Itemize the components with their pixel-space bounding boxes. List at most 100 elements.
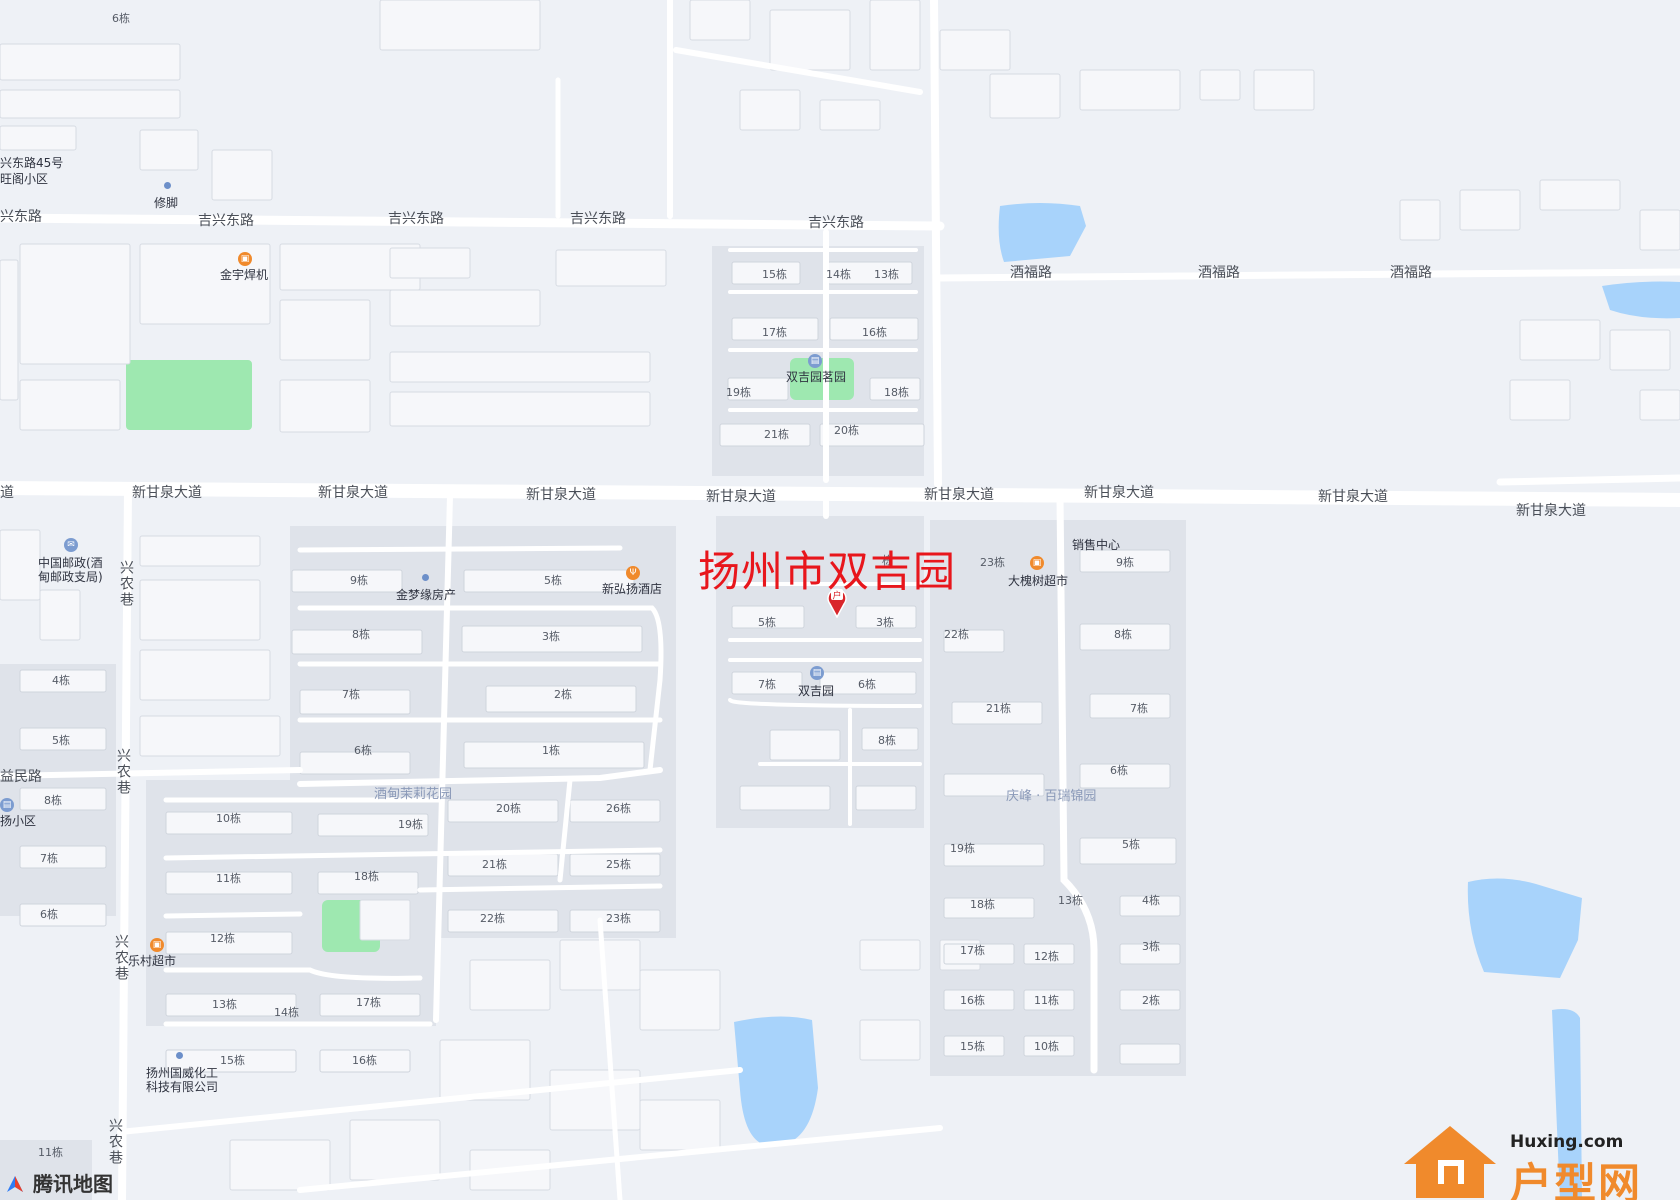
shop-icon: ▣: [150, 938, 164, 952]
building-label: 12栋: [210, 932, 235, 945]
building-icon: ▤: [810, 666, 824, 680]
building-label: 7栋: [40, 852, 58, 865]
poi-label[interactable]: 销售中心: [1072, 538, 1121, 552]
building-label: 21栋: [764, 428, 789, 441]
building-label: 3栋: [876, 616, 894, 629]
road-label: 兴农巷: [107, 1118, 123, 1166]
shop-icon: ▣: [1030, 556, 1044, 570]
building-label: 14栋: [274, 1006, 299, 1019]
building-label: 20栋: [496, 802, 521, 815]
building-label: 19栋: [398, 818, 423, 831]
building-label: 26栋: [606, 802, 631, 815]
building-label: 8栋: [44, 794, 62, 807]
building-label: 20栋: [834, 424, 859, 437]
road-label: 吉兴东路: [198, 213, 254, 229]
building-label: 17栋: [356, 996, 381, 1009]
poi-label[interactable]: 中国邮政(酒: [38, 556, 103, 570]
tencent-map-logo-icon: [7, 1176, 23, 1192]
building-label: 17栋: [762, 326, 787, 339]
building-label: 3栋: [1142, 940, 1160, 953]
building-label: 4栋: [1142, 894, 1160, 907]
poi-label[interactable]: 双吉园: [798, 684, 835, 698]
poi-dot-icon: [176, 1052, 183, 1059]
svg-text:户: 户: [832, 590, 841, 602]
building-label: 16栋: [352, 1054, 377, 1067]
building-label: 8栋: [352, 628, 370, 641]
building-label: 7栋: [342, 688, 360, 701]
building-label: 6栋: [1110, 764, 1128, 777]
building-label: 19栋: [950, 842, 975, 855]
location-pin-icon[interactable]: 户: [826, 584, 848, 618]
road-label: 兴东路: [0, 209, 42, 225]
building-label: 11栋: [1034, 994, 1059, 1007]
road-label: 兴农巷: [118, 560, 134, 608]
road-label: 新甘泉大道: [132, 485, 202, 501]
poi-label[interactable]: 金梦缘房产: [396, 588, 457, 602]
building-label: 7栋: [758, 678, 776, 691]
poi-label[interactable]: 兴东路45号: [0, 156, 64, 170]
poi-label[interactable]: 新弘扬酒店: [602, 582, 663, 596]
building-label: 14栋: [826, 268, 851, 281]
building-label: 21栋: [986, 702, 1011, 715]
road-label: 道: [0, 485, 14, 501]
building-label: 23栋: [606, 912, 631, 925]
building-label: 17栋: [960, 944, 985, 957]
building-label: 6栋: [354, 744, 372, 757]
area-label[interactable]: 庆峰 · 百瑞锦园: [1006, 789, 1097, 804]
building-label: 22栋: [480, 912, 505, 925]
road-label: 兴农巷: [115, 748, 131, 796]
building-icon: ▤: [808, 354, 822, 368]
building-label: 2栋: [1142, 994, 1160, 1007]
road-label: 新甘泉大道: [1084, 485, 1154, 501]
building-label: 6栋: [40, 908, 58, 921]
building-label: 5栋: [758, 616, 776, 629]
brand-domain: Huxing.com: [1510, 1132, 1624, 1152]
mail-icon: ✉: [64, 538, 78, 552]
building-label: 21栋: [482, 858, 507, 871]
building-label: 15栋: [762, 268, 787, 281]
building-label: 16栋: [862, 326, 887, 339]
building-label: 1栋: [542, 744, 560, 757]
huxing-logo-icon: [1404, 1126, 1496, 1198]
building-label: 23栋: [980, 556, 1005, 569]
building-label: 18栋: [354, 870, 379, 883]
road-label: 新甘泉大道: [318, 485, 388, 501]
building-label: 10栋: [1034, 1040, 1059, 1053]
road-label: 酒福路: [1010, 265, 1052, 281]
area-label[interactable]: 酒甸茉莉花园: [374, 787, 453, 802]
building-label: 8栋: [1114, 628, 1132, 641]
road-label: 兴农巷: [113, 934, 129, 982]
building-label: 25栋: [606, 858, 631, 871]
poi-label[interactable]: 旺阁小区: [0, 172, 49, 186]
poi-dot-icon: [164, 182, 171, 189]
building-label: 3栋: [542, 630, 560, 643]
building-label: 6栋: [858, 678, 876, 691]
huxing-brand: Huxing.com 户型网: [1400, 1120, 1680, 1200]
road-label: 新甘泉大道: [706, 489, 776, 505]
poi-label[interactable]: 扬州国威化工: [146, 1066, 219, 1080]
building-label: 16栋: [960, 994, 985, 1007]
building-label: 13栋: [212, 998, 237, 1011]
building-label: 7栋: [1130, 702, 1148, 715]
building-label: 15栋: [220, 1054, 245, 1067]
building-label: 11栋: [216, 872, 241, 885]
road-label: 酒福路: [1390, 265, 1432, 281]
building-label: 12栋: [1034, 950, 1059, 963]
poi-label[interactable]: 双吉园茗园: [786, 370, 847, 384]
building-label: 4栋: [52, 674, 70, 687]
map-attribution: 腾讯地图: [4, 1168, 113, 1197]
poi-label[interactable]: 大槐树超市: [1008, 574, 1069, 588]
building-label: 18栋: [884, 386, 909, 399]
building-label: 18栋: [970, 898, 995, 911]
poi-label[interactable]: 甸邮政支局): [38, 570, 103, 584]
poi-label[interactable]: 扬小区: [0, 814, 37, 828]
poi-label[interactable]: 科技有限公司: [146, 1080, 219, 1094]
poi-label[interactable]: 修脚: [154, 196, 179, 210]
poi-label[interactable]: 乐村超市: [128, 954, 177, 968]
road-label: 酒福路: [1198, 265, 1240, 281]
building-label: 9栋: [350, 574, 368, 587]
building-label: 13栋: [874, 268, 899, 281]
poi-label[interactable]: 金宇焊机: [220, 268, 269, 282]
